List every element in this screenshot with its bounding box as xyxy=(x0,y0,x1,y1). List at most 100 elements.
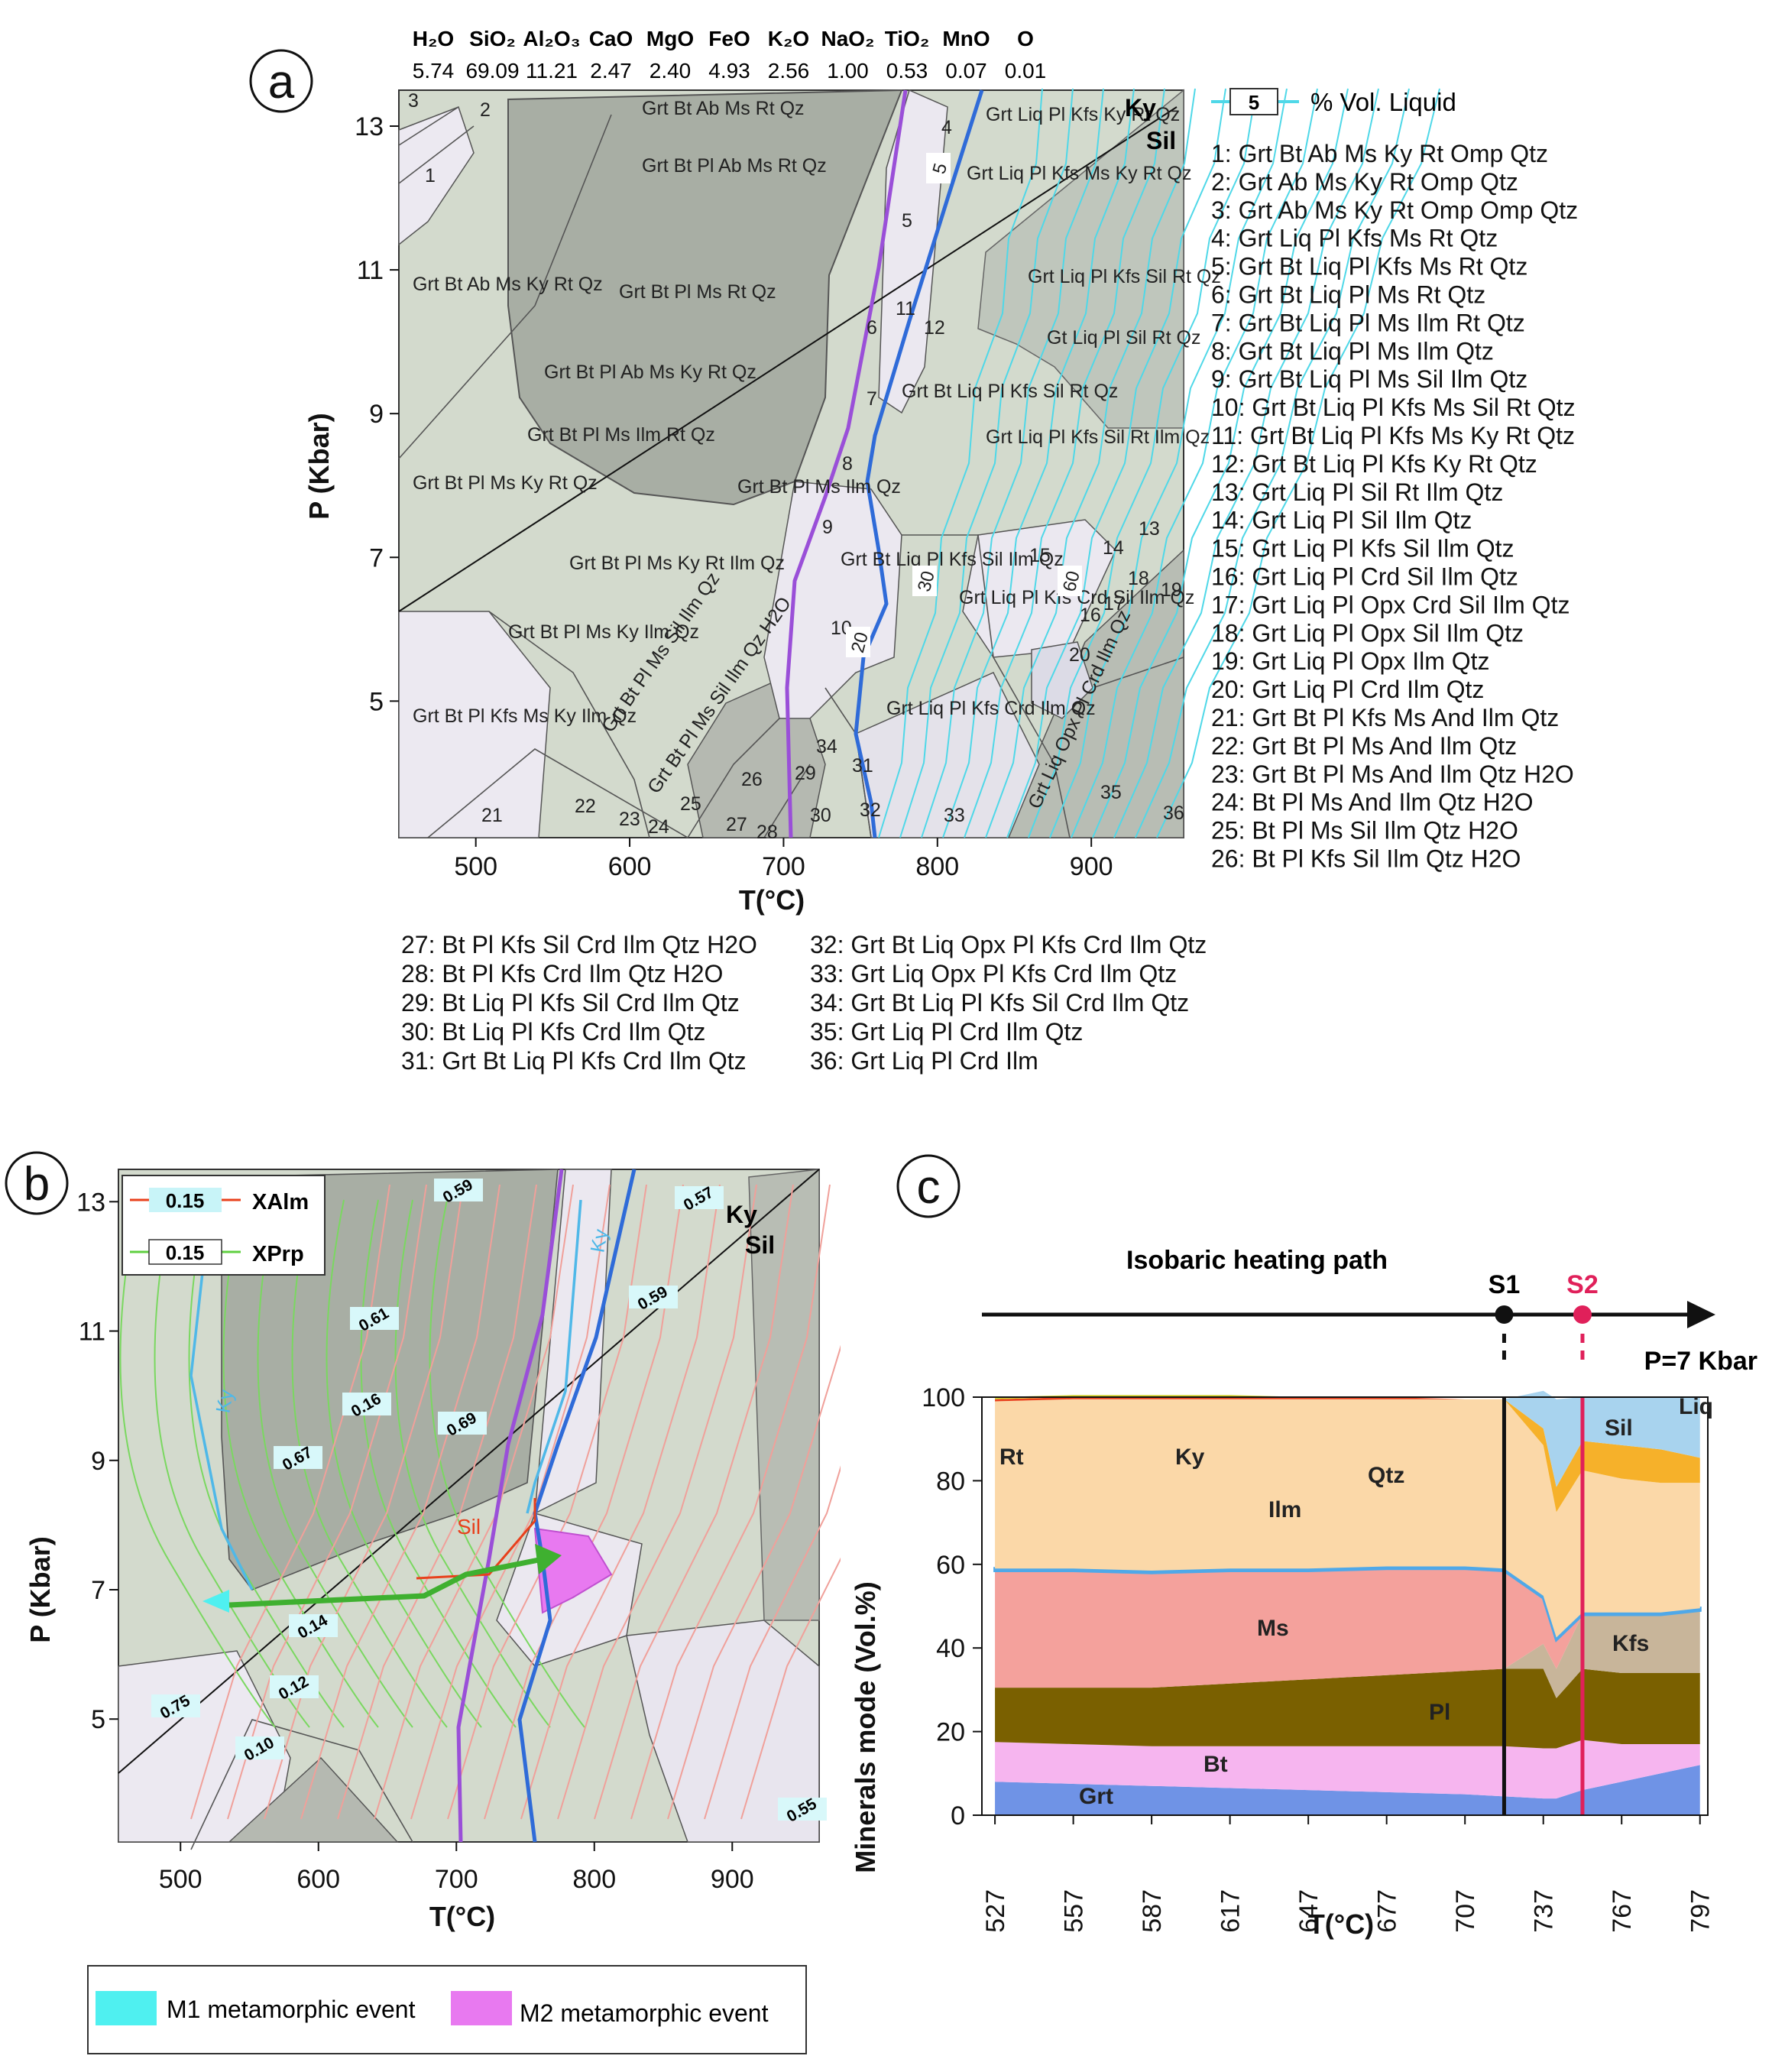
liquid-isopleth xyxy=(1113,88,1379,838)
x-axis-title-c: T(°C) xyxy=(1308,1908,1374,1940)
xalm-isopleth xyxy=(337,1184,537,1820)
y-tick-label: 20 xyxy=(936,1718,965,1747)
oxide-name: H₂O xyxy=(413,27,454,50)
x-tick-label: 800 xyxy=(915,852,959,881)
isopleth-tag xyxy=(289,1614,338,1637)
oxide-name: SiO₂ xyxy=(469,27,516,50)
mineral-label: Bt xyxy=(1203,1752,1228,1777)
area-kfs xyxy=(995,1610,1700,1698)
legend-entry: 30: Bt Liq Pl Kfs Crd Ilm Qtz xyxy=(401,1018,705,1046)
ky-line-label: Ky xyxy=(211,1388,238,1415)
oxide-value: 4.93 xyxy=(708,59,750,83)
liquid-isopleth xyxy=(899,88,1074,838)
field-number: 7 xyxy=(867,388,877,410)
legend-entry: 34: Grt Bt Liq Pl Kfs Sil Crd Ilm Qtz xyxy=(810,989,1189,1017)
field-number: 16 xyxy=(1080,605,1101,626)
x-tick-label: 800 xyxy=(572,1865,616,1894)
panel-a-badge xyxy=(249,49,313,113)
pseudosection-b xyxy=(118,1169,841,1850)
m2-swatch xyxy=(451,1991,512,2025)
xprp-isopleth xyxy=(326,1199,482,1728)
event-legend: M1 metamorphic event M2 metamorphic even… xyxy=(87,1965,807,2054)
oxide-name: MnO xyxy=(942,27,990,50)
isopleth-tag xyxy=(778,1798,827,1821)
xalm-isopleth xyxy=(594,1184,794,1820)
y-tick-label: 5 xyxy=(369,687,384,716)
x-tick-label: 767 xyxy=(1608,1889,1637,1933)
area-ilm xyxy=(993,1565,1702,1642)
legend-entry: 21: Grt Bt Pl Kfs Ms And Ilm Qtz xyxy=(1211,704,1559,731)
field-label: Grt Bt Liq Pl Kfs Sil Ilm Qz xyxy=(841,549,1064,570)
x-tick-label: 500 xyxy=(159,1865,202,1894)
panel-c-badge xyxy=(896,1154,961,1218)
area-ms xyxy=(995,1568,1700,1688)
legend-entry: 2: Grt Ab Ms Ky Rt Omp Qtz xyxy=(1211,168,1518,196)
mineral-label: Ilm xyxy=(1268,1497,1301,1522)
legend-entry: 29: Bt Liq Pl Kfs Sil Crd Ilm Qtz xyxy=(401,989,740,1017)
liquid-key-value: 5 xyxy=(1249,91,1259,114)
x-tick-label: 557 xyxy=(1060,1889,1089,1933)
oxide-value: 2.56 xyxy=(768,59,810,83)
field-number: 29 xyxy=(795,763,816,784)
area-grt xyxy=(995,1765,1700,1815)
y-tick-label: 100 xyxy=(922,1383,965,1412)
legend-entry: 7: Grt Bt Liq Pl Ms Ilm Rt Qtz xyxy=(1211,309,1525,336)
y-tick-label: 13 xyxy=(76,1188,105,1217)
x-tick-label: 600 xyxy=(608,852,652,881)
legend-entry: 18: Grt Liq Pl Opx Sil Ilm Qtz xyxy=(1211,619,1524,647)
area-pl xyxy=(995,1668,1700,1749)
legend-entry: 4: Grt Liq Pl Kfs Ms Rt Qtz xyxy=(1211,225,1498,252)
isopleth-tag xyxy=(434,1179,483,1201)
y-tick-label: 11 xyxy=(357,256,384,285)
isopleth-tag xyxy=(270,1675,319,1698)
oxide-value: 11.21 xyxy=(526,59,578,83)
legend-entry: 31: Grt Bt Liq Pl Kfs Crd Ilm Qtz xyxy=(401,1047,747,1075)
x-tick-label: 797 xyxy=(1686,1889,1715,1933)
x-tick-label: 737 xyxy=(1530,1889,1559,1933)
y-tick-label: 7 xyxy=(91,1576,105,1605)
assemblage-legend-bottom-right: 32: Grt Bt Liq Opx Pl Kfs Crd Ilm Qtz33:… xyxy=(810,931,1207,1075)
legend-entry: 8: Grt Bt Liq Pl Ms Ilm Qtz xyxy=(1211,337,1494,365)
field-label: Grt Bt Pl Ab Ms Rt Qz xyxy=(642,155,827,177)
isopleth-key-b: 0.15 XAlm 0.15 XPrp xyxy=(121,1175,326,1276)
oxide-value: 69.09 xyxy=(465,59,519,83)
legend-entry: 27: Bt Pl Kfs Sil Crd Ilm Qtz H2O xyxy=(401,931,757,958)
field-label: Grt Bt Pl Ms Ky Rt Qz xyxy=(413,472,598,494)
field-label: Grt Bt Ab Ms Rt Qz xyxy=(642,98,805,119)
xprp-isopleth xyxy=(257,1199,413,1728)
x-tick-label: 900 xyxy=(1070,852,1113,881)
field-number: 3 xyxy=(408,90,419,112)
oxide-value: 5.74 xyxy=(413,59,455,83)
phase-diagram-panel-a: H₂O5.74SiO₂69.09Al₂O₃11.21CaO2.47MgO2.40… xyxy=(249,27,1578,1075)
mode-area-chart xyxy=(981,1390,1709,1816)
field-label: Grt Bt Pl Ab Ms Ky Rt Qz xyxy=(544,362,756,383)
oxide-name: CaO xyxy=(589,27,633,50)
x-tick-label: 617 xyxy=(1216,1889,1246,1933)
xalm-isopleth xyxy=(667,1344,841,1820)
legend-entry: 13: Grt Liq Pl Sil Rt Ilm Qtz xyxy=(1211,478,1503,506)
s1-label: S1 xyxy=(1489,1270,1521,1299)
legend-entry: 20: Grt Liq Pl Crd Ilm Qtz xyxy=(1211,676,1484,703)
isopleth-tag xyxy=(629,1286,678,1308)
liquid-isopleth xyxy=(921,88,1104,838)
panel-a-letter: a xyxy=(268,56,295,109)
field-number: 28 xyxy=(756,822,778,843)
field-number: 21 xyxy=(481,805,503,826)
xalm-isopleth xyxy=(704,1465,841,1820)
field-number: 18 xyxy=(1128,568,1149,589)
ky-line-label: Ky xyxy=(585,1227,612,1254)
liquid-isopleth xyxy=(985,88,1196,838)
mineral-label: Grt xyxy=(1079,1784,1113,1809)
sil-label-b: Sil xyxy=(745,1231,775,1259)
oxide-name: Al₂O₃ xyxy=(523,27,580,50)
field-label: Grt Bt Pl Ms Ilm Rt Qz xyxy=(527,424,715,446)
xalm-isopleth xyxy=(264,1184,464,1820)
sil-label-a: Sil xyxy=(1146,127,1176,154)
liquid-isopleth xyxy=(1006,88,1226,838)
